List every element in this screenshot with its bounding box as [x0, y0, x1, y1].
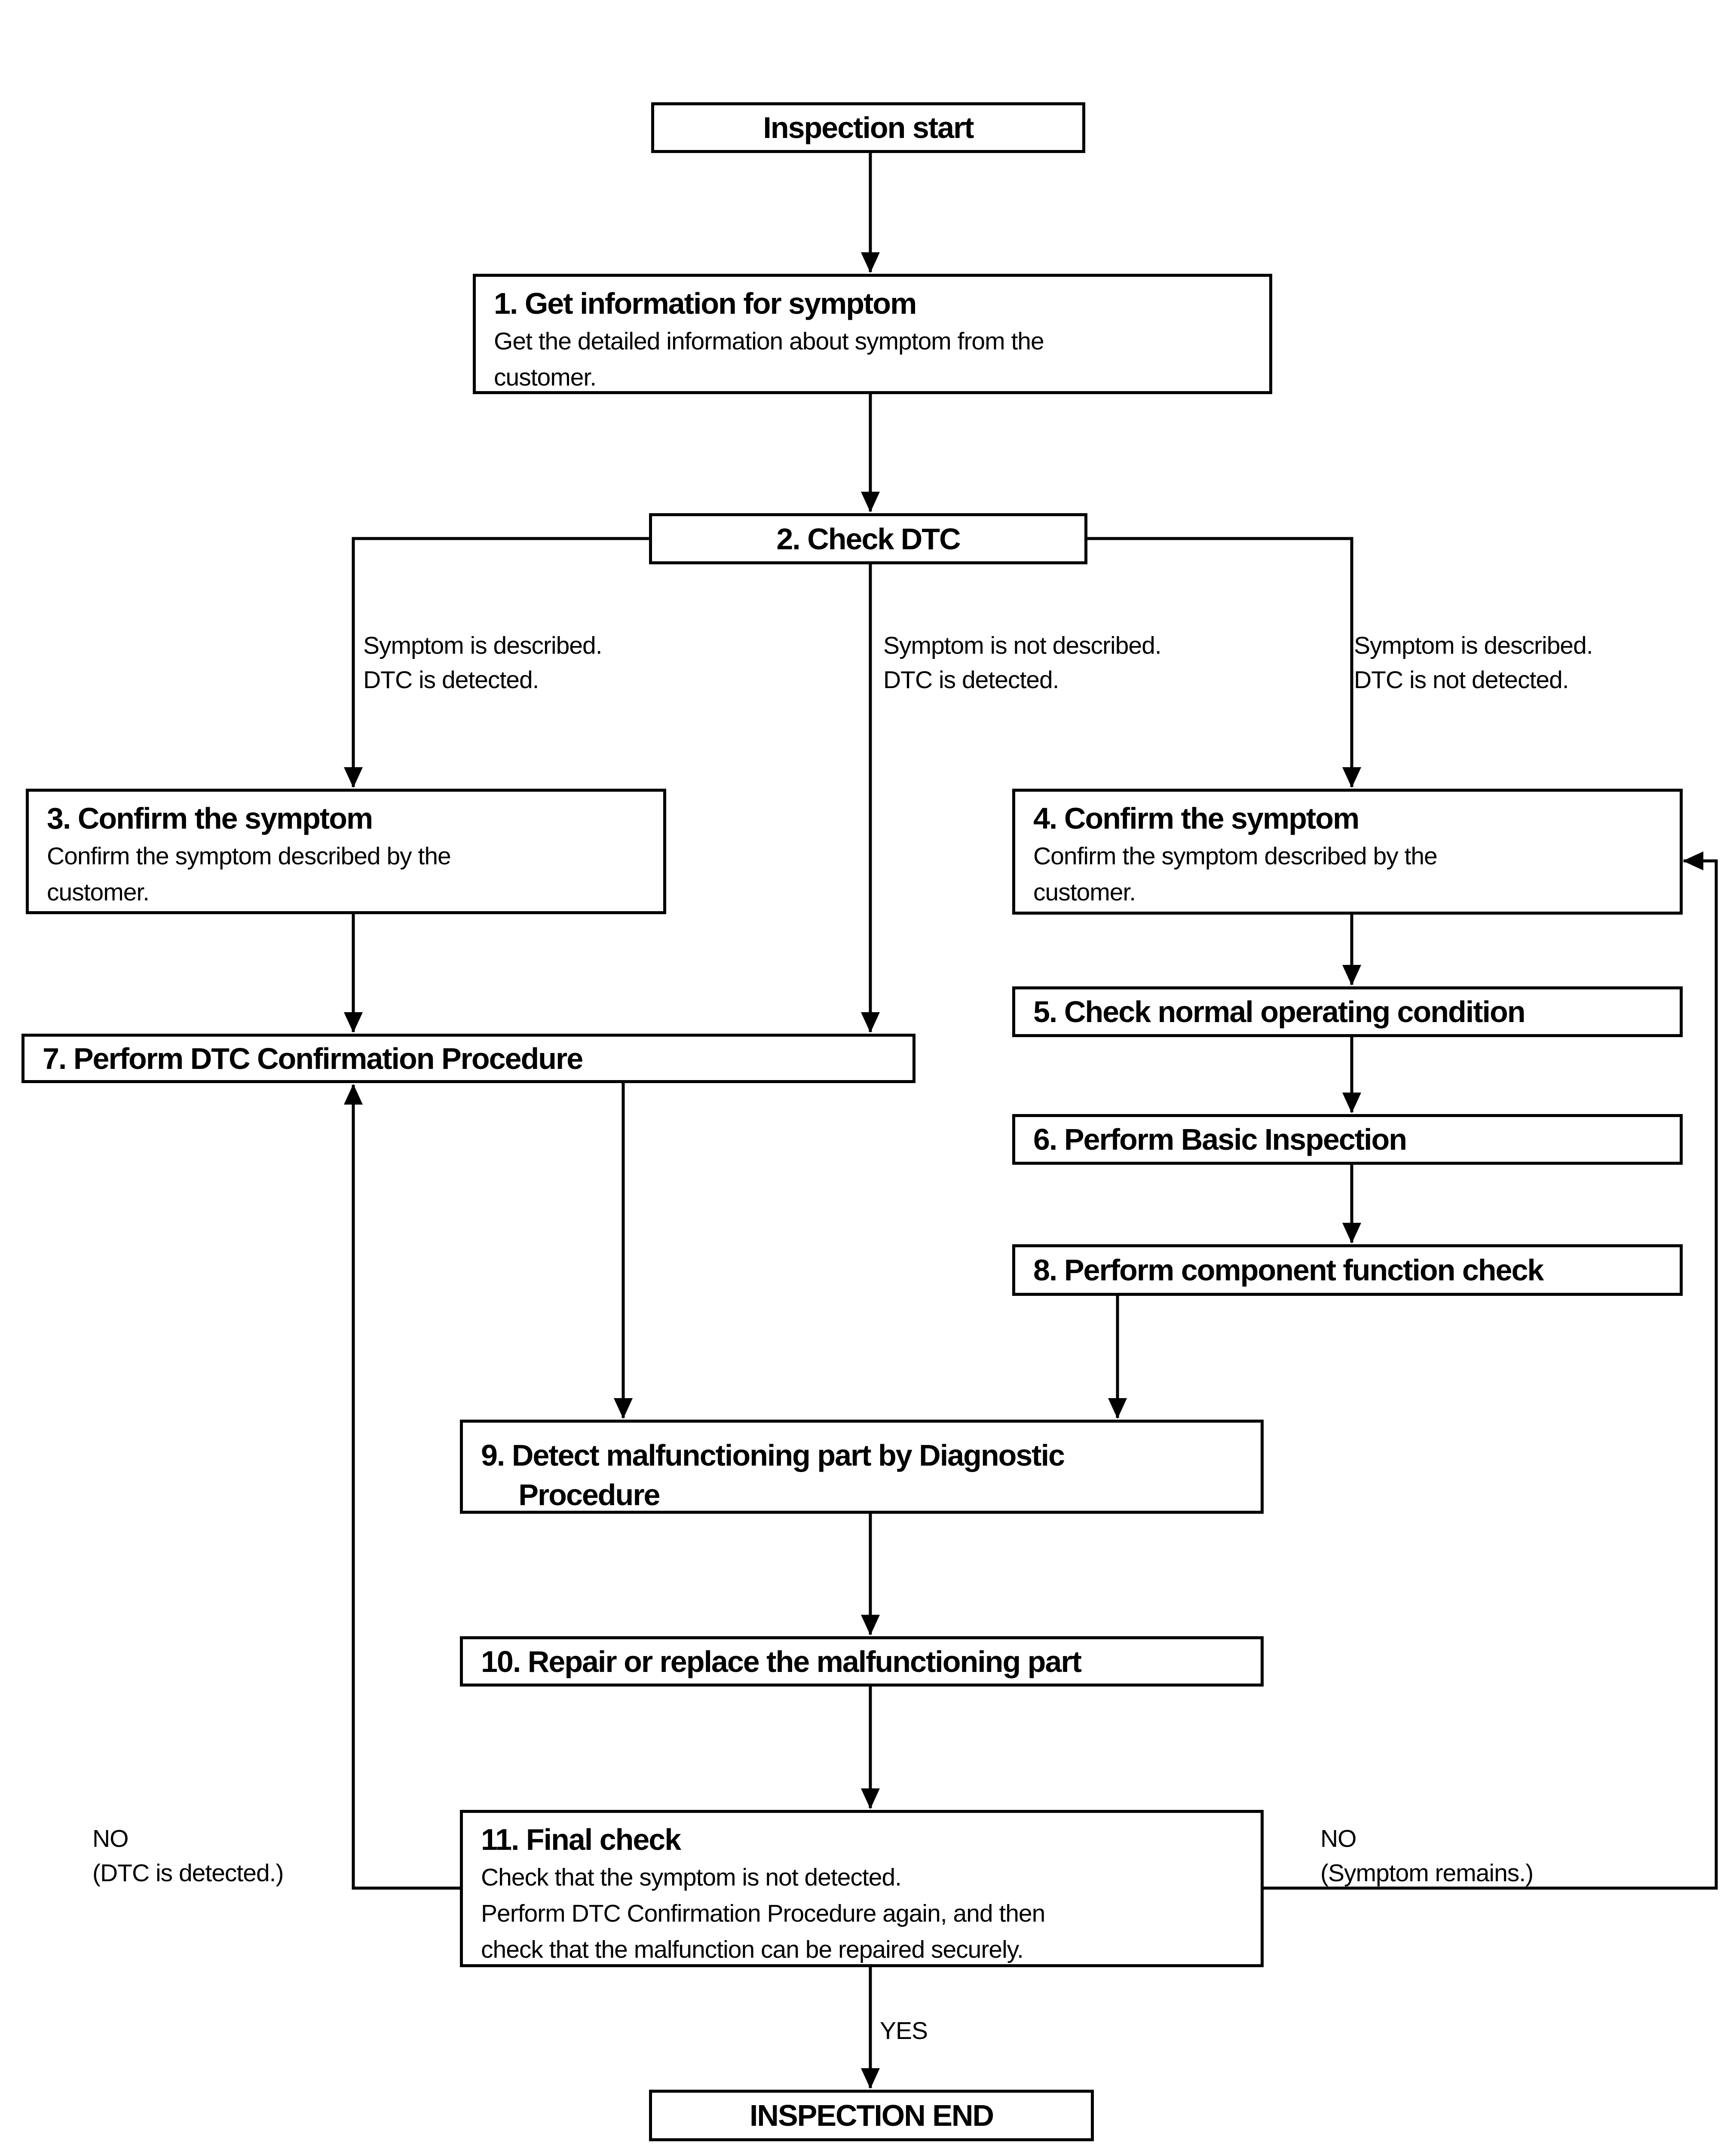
node-step9: 9. Detect malfunctioning part by Diagnos… — [460, 1420, 1264, 1514]
node-step4-title: 4. Confirm the symptom — [1033, 802, 1359, 835]
node-step3-body: Confirm the symptom described by the cus… — [47, 842, 451, 906]
node-step11-body: Check that the symptom is not detected. … — [481, 1864, 1045, 1963]
node-step1-body: Get the detailed information about sympt… — [494, 328, 1044, 391]
no-label-right: NO (Symptom remains.) — [1320, 1825, 1534, 1887]
node-step11: 11. Final check Check that the symptom i… — [460, 1810, 1264, 1967]
node-step4-body: Confirm the symptom described by the cus… — [1033, 842, 1438, 906]
node-inspection-end: INSPECTION END — [649, 2090, 1094, 2141]
node-step8-title: 8. Perform component function check — [1033, 1253, 1544, 1287]
node-step4: 4. Confirm the symptom Confirm the sympt… — [1012, 789, 1683, 915]
node-step8: 8. Perform component function check — [1012, 1244, 1683, 1296]
node-step10: 10. Repair or replace the malfunctioning… — [460, 1636, 1264, 1687]
edge-step2-to-step4 — [1087, 537, 1361, 788]
node-step7-title: 7. Perform DTC Confirmation Procedure — [43, 1041, 583, 1075]
node-step2: 2. Check DTC — [649, 513, 1087, 564]
node-step1: 1. Get information for symptom Get the d… — [473, 274, 1272, 394]
node-step11-title: 11. Final check — [481, 1823, 681, 1856]
edge-step11-to-step4-no — [1264, 851, 1718, 1890]
yes-label: YES — [880, 2017, 928, 2045]
node-step3: 3. Confirm the symptom Confirm the sympt… — [26, 789, 666, 914]
node-inspection-end-label: INSPECTION END — [749, 2099, 994, 2132]
branch-label-middle: Symptom is not described. DTC is detecte… — [883, 632, 1162, 694]
branch-label-left: Symptom is described. DTC is detected. — [363, 632, 603, 694]
node-step3-title: 3. Confirm the symptom — [47, 802, 373, 835]
node-step2-title: 2. Check DTC — [776, 522, 961, 556]
node-step9-title: 9. Detect malfunctioning part by Diagnos… — [481, 1439, 1065, 1512]
node-inspection-start-label: Inspection start — [763, 111, 974, 144]
node-step10-title: 10. Repair or replace the malfunctioning… — [481, 1644, 1082, 1678]
node-step5-title: 5. Check normal operating condition — [1033, 995, 1525, 1029]
branch-label-right: Symptom is described. DTC is not detecte… — [1354, 632, 1593, 694]
node-inspection-start: Inspection start — [651, 102, 1085, 153]
node-step1-title: 1. Get information for symptom — [494, 287, 917, 320]
node-step6: 6. Perform Basic Inspection — [1012, 1114, 1683, 1165]
node-step6-title: 6. Perform Basic Inspection — [1033, 1123, 1407, 1156]
edge-step2-to-step3 — [344, 537, 649, 788]
node-step7: 7. Perform DTC Confirmation Procedure — [21, 1034, 915, 1083]
no-label-left: NO (DTC is detected.) — [92, 1825, 284, 1887]
edge-step11-to-step7-no — [344, 1084, 460, 1890]
node-step5: 5. Check normal operating condition — [1012, 986, 1683, 1037]
